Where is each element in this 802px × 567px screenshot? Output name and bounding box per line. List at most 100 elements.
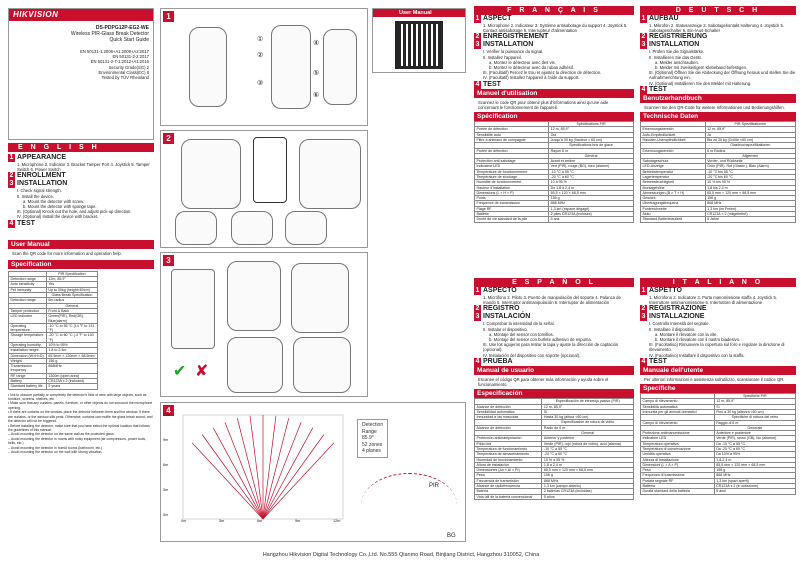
callout-4: ④ — [313, 40, 320, 47]
installation-step: IV. (Facultatif) Installez l'appareil à … — [483, 75, 580, 81]
spec-value: Jusqu'à 30 kg (hauteur < 60 cm) — [548, 136, 634, 144]
spec-value: 2 piles CR123A (incluses) — [548, 211, 634, 218]
spec-value: 65,5 mm × 120 mm × 68,5 mm — [704, 189, 797, 197]
user-manual-qr-panel: User Manual — [372, 8, 466, 73]
panel-number-2: 2 — [163, 133, 174, 144]
panel-2-enrollment: 2 — [160, 130, 368, 248]
spec-key: Fréquence de transmission — [473, 200, 550, 207]
spec-value: CR123A x 2 (in dotazione) — [713, 483, 797, 490]
callout-5: ⑤ — [313, 70, 320, 77]
spec-value: Spécifications bris de glace — [548, 142, 634, 149]
legend-planes: 4 planes — [362, 448, 381, 454]
spec-value: Hasta 30 kg (altura <60 cm) — [541, 414, 634, 421]
model-number: DS-PDPG12P-EG2-WE — [95, 25, 149, 31]
standard-line: EN 50131-1:2006+A1:2009+A2:2017 — [80, 49, 149, 54]
note-line: • Make sure that any curtains, panels, f… — [8, 401, 153, 410]
spec-key: LED indicator — [8, 313, 47, 324]
installation-step: II. Instalar el dispositivo. — [483, 326, 528, 332]
specification-heading: Specification — [8, 259, 154, 269]
user-manual-text: Scan the QR code for more information an… — [12, 250, 122, 256]
detection-beam — [191, 442, 264, 520]
spec-key: Temperatura de almacenamiento — [473, 451, 543, 458]
note-line: • Before installing the detector, make s… — [8, 423, 150, 432]
spec-key: Operating temperature — [8, 322, 47, 334]
panel-number-1: 1 — [163, 11, 174, 22]
installation-step: I. Vérifier la puissance du signal. — [483, 49, 544, 55]
spec-value: Front & Back — [45, 307, 99, 315]
installation-step: a. Montaje del sensor con tornillos. — [489, 331, 554, 337]
spec-value: Vert (PIR), rouge (BG), bleu (alarme) — [548, 163, 634, 170]
es-spec-heading: Especificación — [474, 389, 634, 399]
panel-1-appearance: 1 ① ② ③ ④ ⑤ ⑥ — [160, 8, 368, 126]
detector-back-image — [323, 29, 357, 105]
spec-value: 5 years — [45, 383, 99, 390]
wall-mount-image — [293, 337, 351, 393]
spec-key: Frecuencia de transmisión — [473, 477, 543, 485]
spec-value: Spécifications PIR — [548, 121, 634, 128]
installation-step: I. Comprobar la intensidad de la señal. — [483, 321, 555, 327]
spec-value: General — [541, 429, 634, 437]
panel-number-4: 4 — [163, 405, 174, 416]
installation-step: III. (Optional) Knock out the hole, and … — [17, 209, 132, 215]
italian-banner: I T A L I A N O — [640, 278, 796, 287]
legend-zones: 52 zones — [362, 441, 383, 448]
spec-key: Température de stockage — [473, 173, 550, 181]
spec-key: Sensibilidad automática — [473, 408, 543, 416]
detector-step-2 — [231, 211, 273, 245]
spec-value: 65,5 mm × 120 mm × 68,5 mm — [541, 467, 634, 474]
spec-value: Fino a 30 kg (altezza <60 cm) — [713, 408, 797, 416]
installation-step: III. (Facultatif) Percez le trou et ajus… — [483, 70, 602, 76]
detection-beam — [201, 434, 264, 520]
de-spec-heading: Technische Daten — [640, 112, 796, 122]
it-spec-heading: Specifiche — [640, 384, 796, 394]
spec-key: Durée de vie standard de la pile — [473, 216, 550, 223]
brand-text: HIKVISION — [13, 10, 59, 19]
de-installation-steps: I. Prüfen Sie die Signalstärke.II. Insta… — [649, 49, 796, 85]
detection-beam — [262, 418, 290, 520]
spec-value: Allgemein — [704, 152, 797, 160]
x-tick-label: 3m — [219, 519, 225, 523]
spec-key: Standard battery life — [8, 383, 47, 390]
callout-6: ⑥ — [313, 92, 320, 99]
spec-key: Protección antimanipulación — [473, 435, 543, 442]
spec-key: Humidité de fonctionnement — [473, 179, 550, 186]
user-manual-heading: User Manual — [8, 239, 154, 249]
spec-row: Dimension (W×H×D)65.5mm × 120mm × 68.5mm — [8, 352, 99, 359]
user-manual-qr-label: User Manual — [373, 9, 465, 17]
standard-line: Environmental Class(EC) II — [98, 69, 150, 75]
detector-inside-image — [271, 25, 311, 109]
spec-key: Température de fonctionnement — [473, 168, 550, 176]
bracket-mount-image — [227, 337, 283, 393]
spec-row: Dimensioni (L × A × P)65,5 mm × 120 mm ×… — [640, 461, 797, 469]
legend-detection: Detection — [362, 422, 384, 428]
spec-value: Bis zu 30 kg (Größe <60 cm) — [704, 136, 797, 144]
note-line: • If there are curtains on the window, p… — [8, 410, 153, 424]
notes-list: • Not to obscure partially or completely… — [8, 393, 154, 455]
spec-value: Specifiche PIR — [713, 393, 797, 400]
fr-manual-heading: Manuel d'utilisation — [474, 88, 634, 98]
es-installation-steps: I. Comprobar la intensidad de la señal.I… — [483, 321, 634, 357]
detection-legend: Detection Range 85.9° 52 zones 4 planes — [357, 419, 389, 458]
de-manual-text: Scannen Sie den QR-Code für weitere Info… — [644, 104, 785, 110]
spec-key: Alcance de detección — [473, 403, 543, 410]
spec-key: Altura de instalación — [473, 461, 543, 469]
spec-key: Durata standard della batteria — [640, 488, 715, 495]
spec-row: Storage temperature-20 °C to 60 °C (-4 °… — [8, 332, 99, 343]
installation-step: IV. (Optional) Install the device with b… — [17, 214, 99, 220]
installation-step: b. Mount the detector with sponge tape. — [23, 204, 97, 210]
detection-pattern-diagram — [182, 414, 344, 520]
installation-step: III. (Optional) Öffnen Sie die Abdeckung… — [649, 70, 796, 81]
